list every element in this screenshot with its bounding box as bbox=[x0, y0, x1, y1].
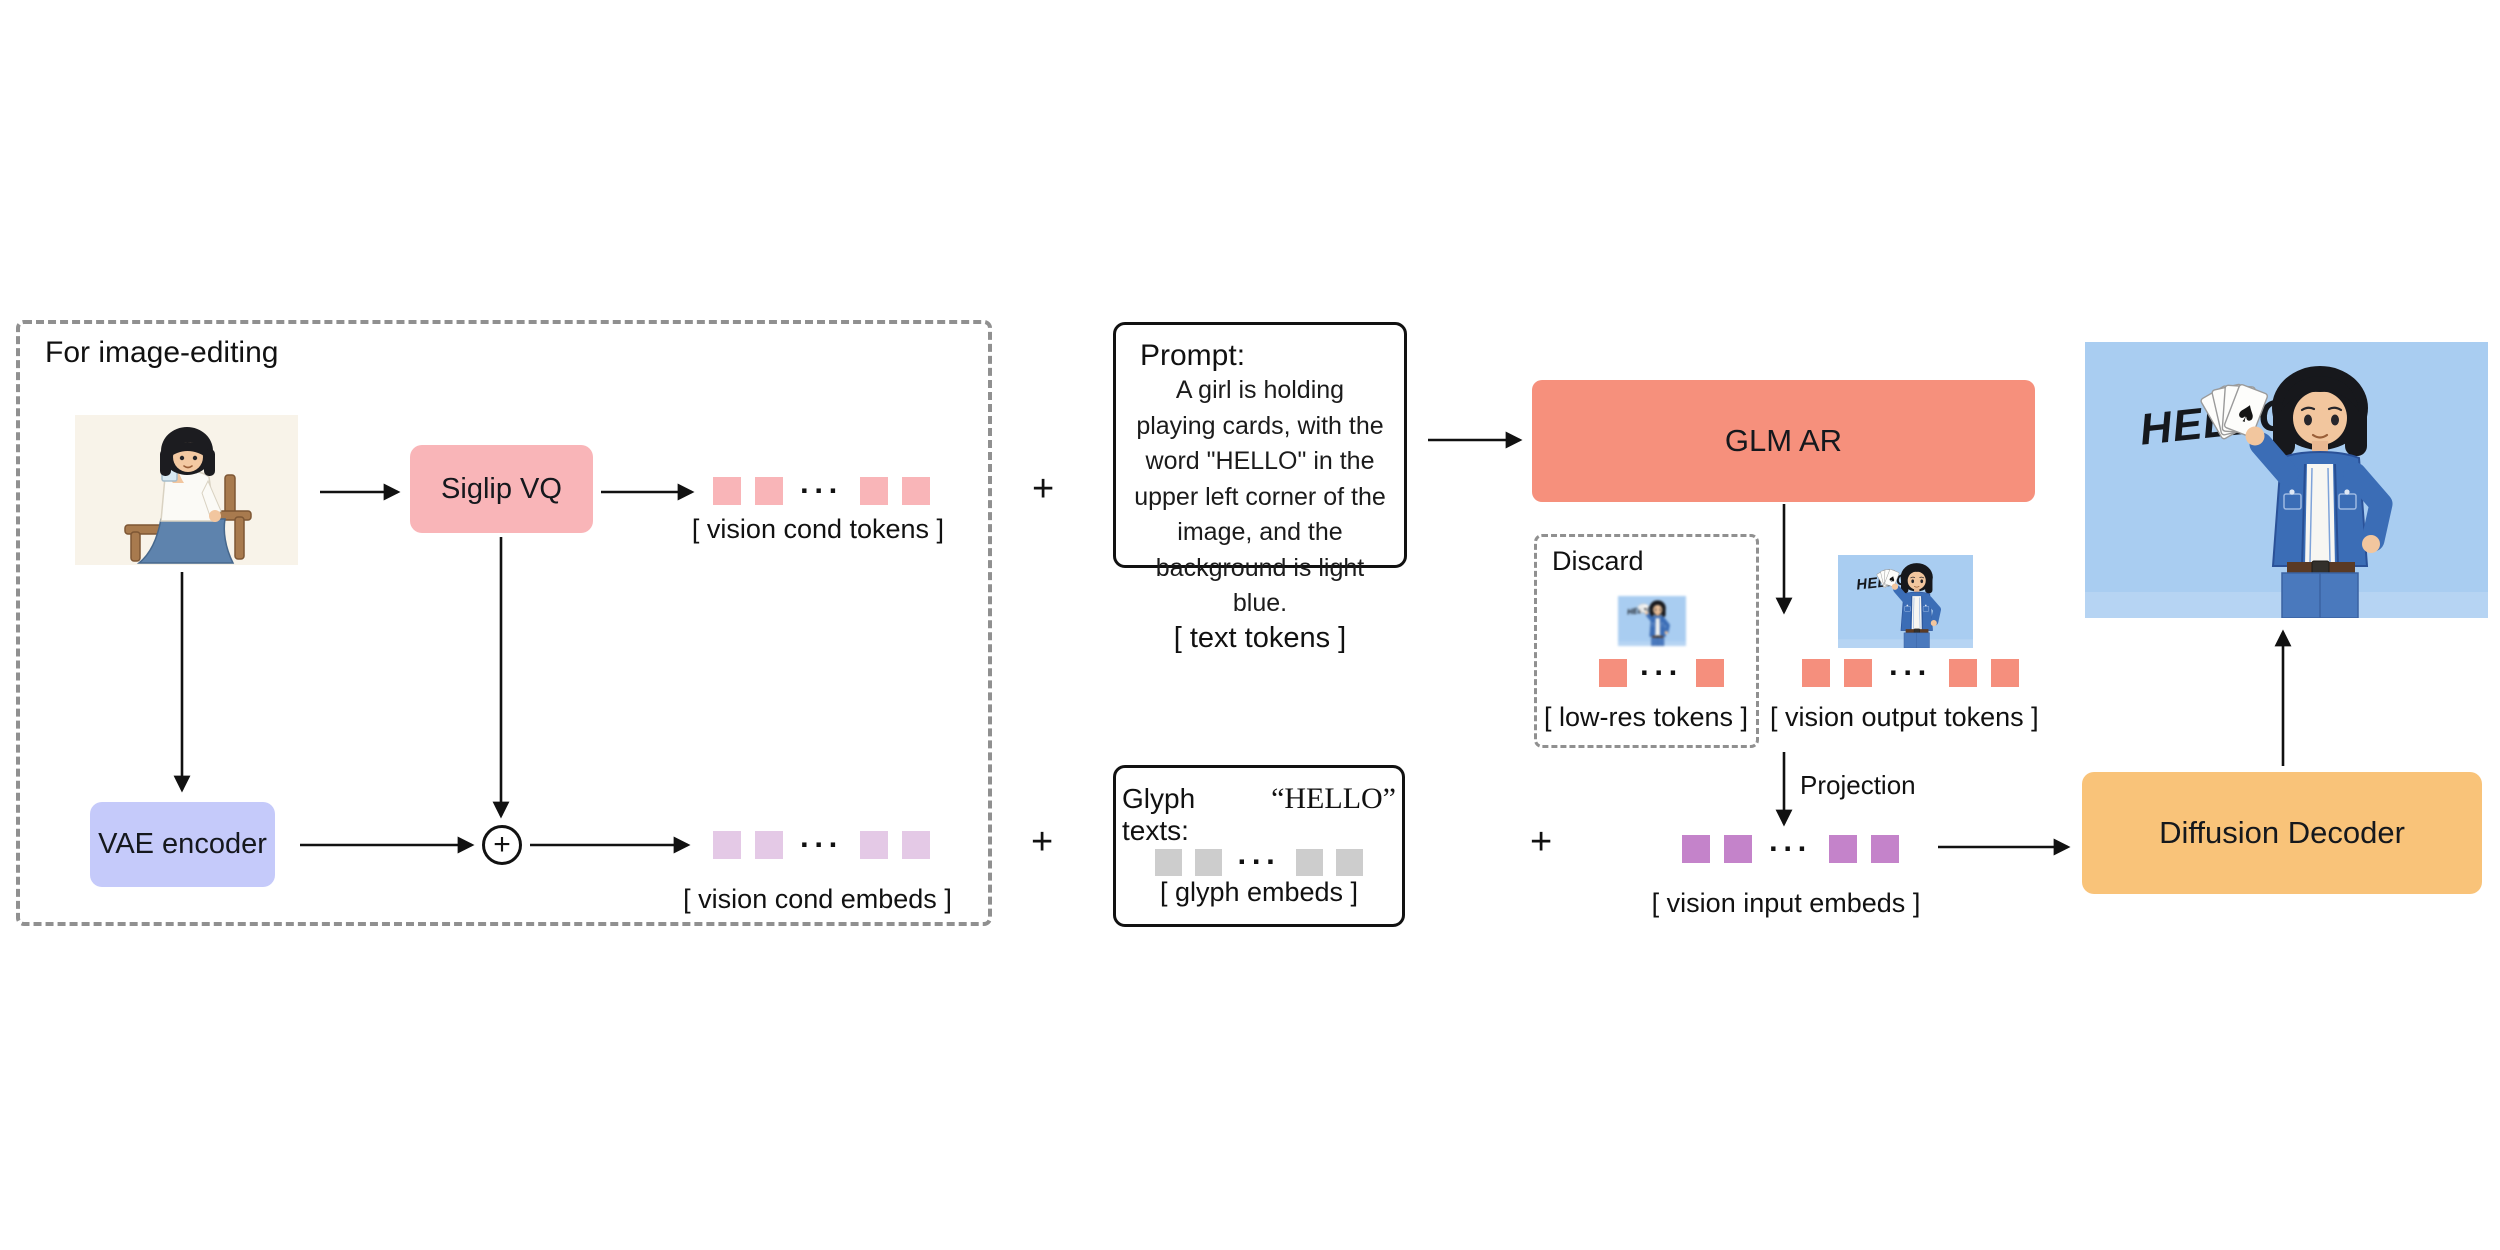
projection-label: Projection bbox=[1800, 770, 1916, 800]
ellipsis-dots: ··· bbox=[1237, 844, 1281, 879]
low-res-tokens-label: [ low-res tokens ] bbox=[1543, 702, 1749, 732]
token-square bbox=[1296, 848, 1324, 876]
token-square bbox=[755, 831, 783, 859]
ellipsis-dots: ··· bbox=[800, 827, 843, 862]
image-editing-group-box bbox=[16, 320, 992, 926]
vision-output-tokens-label: [ vision output tokens ] bbox=[1770, 702, 2039, 732]
glyph-title-row: Glyph texts: “HELLO” bbox=[1122, 782, 1396, 847]
low-res-image bbox=[1618, 596, 1686, 646]
plus-sign-bottom-right: + bbox=[1530, 821, 1553, 863]
glyph-embeds-row: ··· bbox=[1154, 844, 1364, 879]
ellipsis-dots: ··· bbox=[1769, 831, 1812, 866]
vision-input-embeds-label: [ vision input embeds ] bbox=[1651, 888, 1921, 918]
glyph-word: “HELLO” bbox=[1271, 782, 1396, 815]
plus-sign-bottom-left: + bbox=[1031, 821, 1054, 863]
vision-output-image bbox=[1838, 555, 1973, 648]
vision-cond-embeds-row: ··· bbox=[713, 827, 930, 862]
glyph-embeds-label: [ glyph embeds ] bbox=[1159, 877, 1359, 907]
glm-ar-box: GLM AR bbox=[1532, 380, 2035, 502]
vision-cond-tokens-label: [ vision cond tokens ] bbox=[691, 514, 945, 544]
token-square bbox=[713, 831, 741, 859]
low-res-tokens-row: ··· bbox=[1599, 655, 1724, 690]
token-square bbox=[1948, 659, 1977, 687]
token-square bbox=[1695, 659, 1724, 687]
glyph-box: Glyph texts: “HELLO” ··· [ glyph embeds … bbox=[1113, 765, 1405, 927]
vision-cond-embeds-label: [ vision cond embeds ] bbox=[683, 884, 952, 914]
prompt-body-text: A girl is holding playing cards, with th… bbox=[1134, 376, 1386, 617]
token-square bbox=[1724, 835, 1752, 863]
token-square bbox=[755, 477, 783, 505]
glyph-title: Glyph texts: bbox=[1122, 783, 1196, 846]
token-square bbox=[859, 831, 888, 859]
sum-plus-circle: + bbox=[482, 825, 522, 865]
token-square bbox=[1194, 848, 1222, 876]
token-square bbox=[859, 477, 888, 505]
token-square bbox=[1828, 835, 1857, 863]
token-square bbox=[1336, 848, 1364, 876]
discard-group-box bbox=[1534, 534, 1759, 748]
discard-label: Discard bbox=[1552, 546, 1644, 576]
input-image bbox=[75, 415, 298, 565]
plus-sign-top: + bbox=[1032, 468, 1055, 510]
token-square bbox=[901, 477, 930, 505]
token-square bbox=[1870, 835, 1899, 863]
token-square bbox=[901, 831, 930, 859]
siglip-vq-box: Siglip VQ bbox=[410, 445, 593, 533]
prompt-box: Prompt: A girl is holding playing cards,… bbox=[1113, 322, 1407, 654]
ellipsis-dots: ··· bbox=[1640, 655, 1683, 690]
image-editing-group-label: For image-editing bbox=[45, 336, 279, 369]
vision-input-embeds-row: ··· bbox=[1682, 831, 1899, 866]
final-output-image bbox=[2085, 342, 2488, 618]
diffusion-decoder-box: Diffusion Decoder bbox=[2082, 772, 2482, 894]
token-square bbox=[1990, 659, 2019, 687]
token-square bbox=[1154, 848, 1182, 876]
sum-plus-glyph: + bbox=[493, 828, 511, 861]
token-square bbox=[1844, 659, 1872, 687]
ellipsis-dots: ··· bbox=[1889, 655, 1932, 690]
token-square bbox=[713, 477, 741, 505]
vision-cond-tokens-row: ··· bbox=[713, 473, 930, 508]
token-square bbox=[1682, 835, 1710, 863]
token-square bbox=[1802, 659, 1830, 687]
ellipsis-dots: ··· bbox=[800, 473, 843, 508]
vae-encoder-box: VAE encoder bbox=[90, 802, 275, 887]
prompt-title: Prompt: bbox=[1140, 339, 1246, 372]
text-tokens-label: [ text tokens ] bbox=[1173, 621, 1347, 654]
vision-output-tokens-row: ··· bbox=[1802, 655, 2019, 690]
token-square bbox=[1599, 659, 1627, 687]
